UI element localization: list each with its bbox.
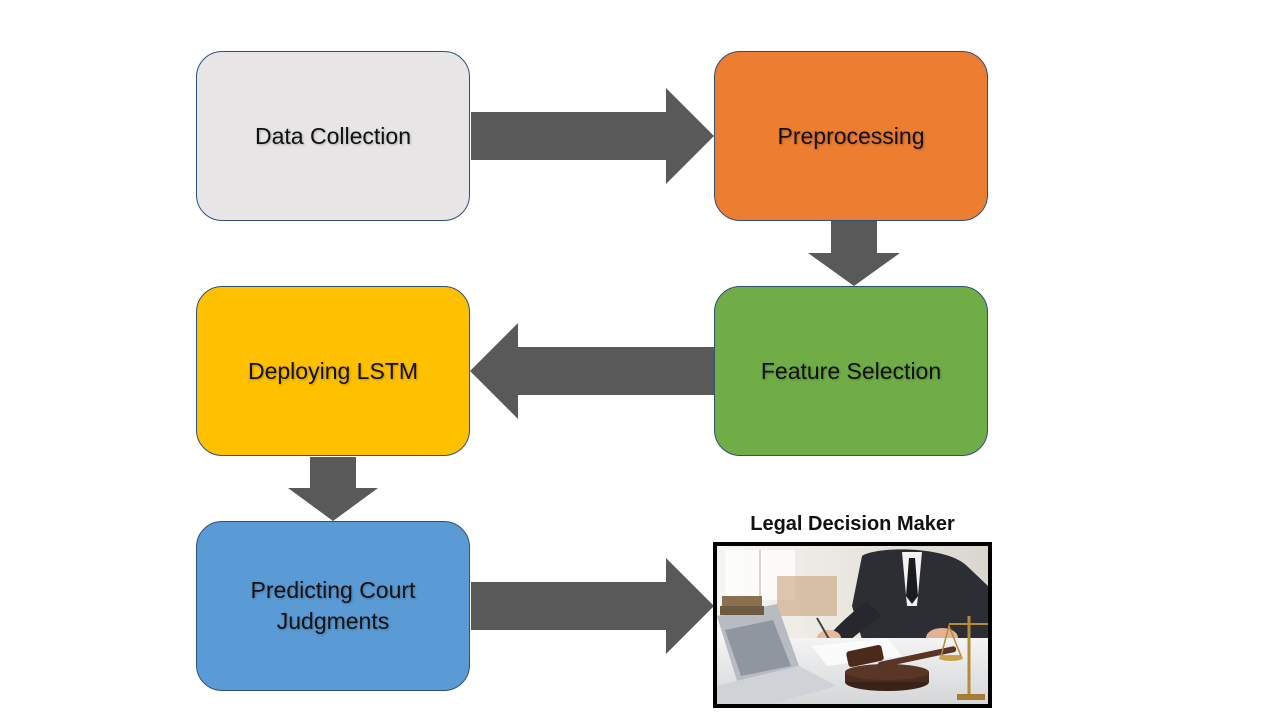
step-data-collection: Data Collection xyxy=(196,51,470,221)
judge-gavel-illustration xyxy=(717,546,988,704)
arrow-predicting-to-decision-maker xyxy=(471,558,714,654)
step-label: Data Collection xyxy=(255,122,411,149)
decision-maker-image xyxy=(713,542,992,708)
step-predicting-court-judgments: Predicting Court Judgments xyxy=(196,521,470,691)
step-label: Predicting Court Judgments xyxy=(250,577,416,634)
step-label: Preprocessing xyxy=(777,122,925,149)
arrow-preprocessing-to-feature xyxy=(808,221,900,286)
step-preprocessing: Preprocessing xyxy=(714,51,988,221)
step-label: Deploying LSTM xyxy=(247,357,419,384)
step-label: Feature Selection xyxy=(760,357,942,384)
arrow-collection-to-preprocessing xyxy=(471,88,714,184)
decision-maker-caption: Legal Decision Maker xyxy=(750,513,955,535)
step-deploying-lstm: Deploying LSTM xyxy=(196,286,470,456)
arrow-feature-to-lstm xyxy=(470,323,714,419)
arrow-lstm-to-predicting xyxy=(288,457,378,521)
step-feature-selection: Feature Selection xyxy=(714,286,988,456)
